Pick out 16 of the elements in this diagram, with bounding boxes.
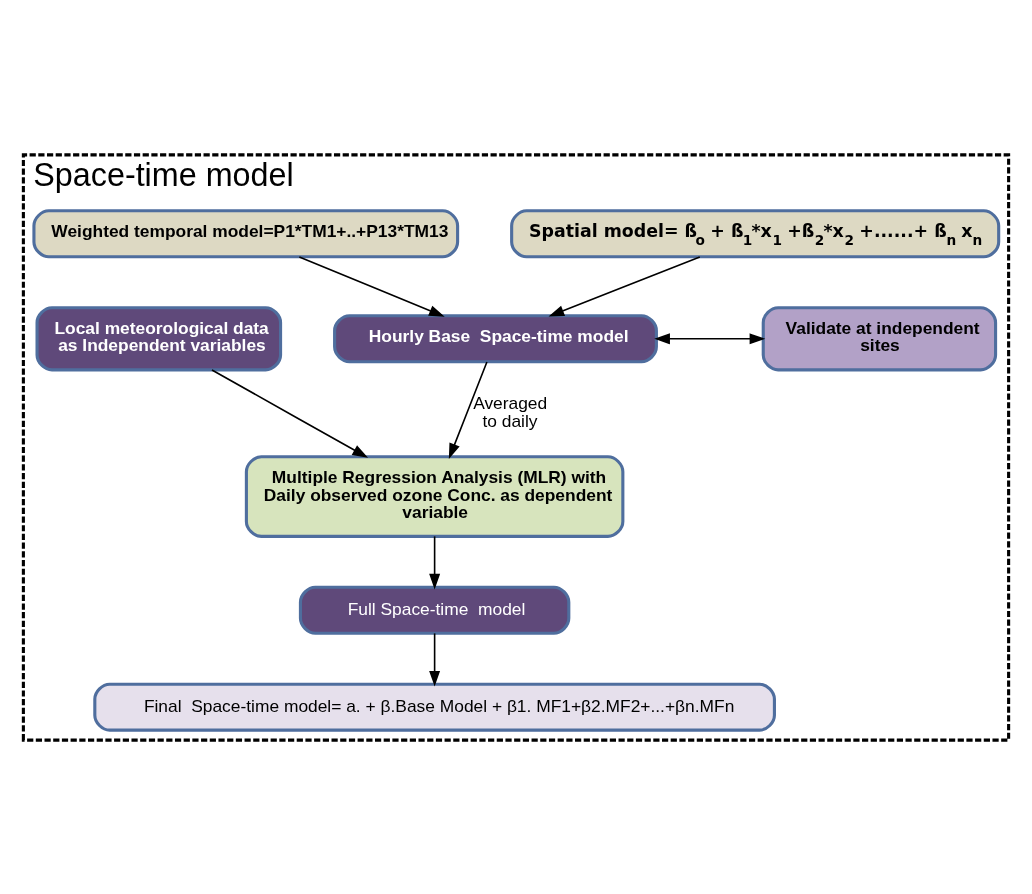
node-box: Local meteorological data as Independent variables [35, 305, 283, 371]
node-box: Full Space-time model [298, 585, 571, 635]
node-box: Hourly Base Space-time model [333, 313, 658, 363]
edge-label: Averaged to daily [473, 392, 548, 431]
arrow [548, 255, 701, 317]
arrow [298, 255, 445, 317]
node-box: Weighted temporal model=P1*TM1+..+P13*TM13 [32, 208, 460, 258]
arrow [429, 535, 441, 589]
node-box: Spatial model= ß$_{o}$ + ß$_{1}$*x$_{1}$ +ß$_{2}$*x$_{2}$ +......+ ß$_{n}$ x$_{n}$ [510, 208, 1001, 258]
arrow [448, 360, 488, 459]
node-box: Final Space-time model= a. + β.Base Model + β1. MF1+β2.MF2+...+βn.MFn [93, 682, 776, 732]
arrow [211, 368, 369, 458]
arrow [654, 332, 766, 344]
node-box: Validate at independent sites [761, 305, 998, 371]
arrow [429, 632, 441, 687]
node-box: Multiple Regression Analysis (MLR) with Daily observed ozone Conc. as dependent variable [244, 454, 625, 538]
